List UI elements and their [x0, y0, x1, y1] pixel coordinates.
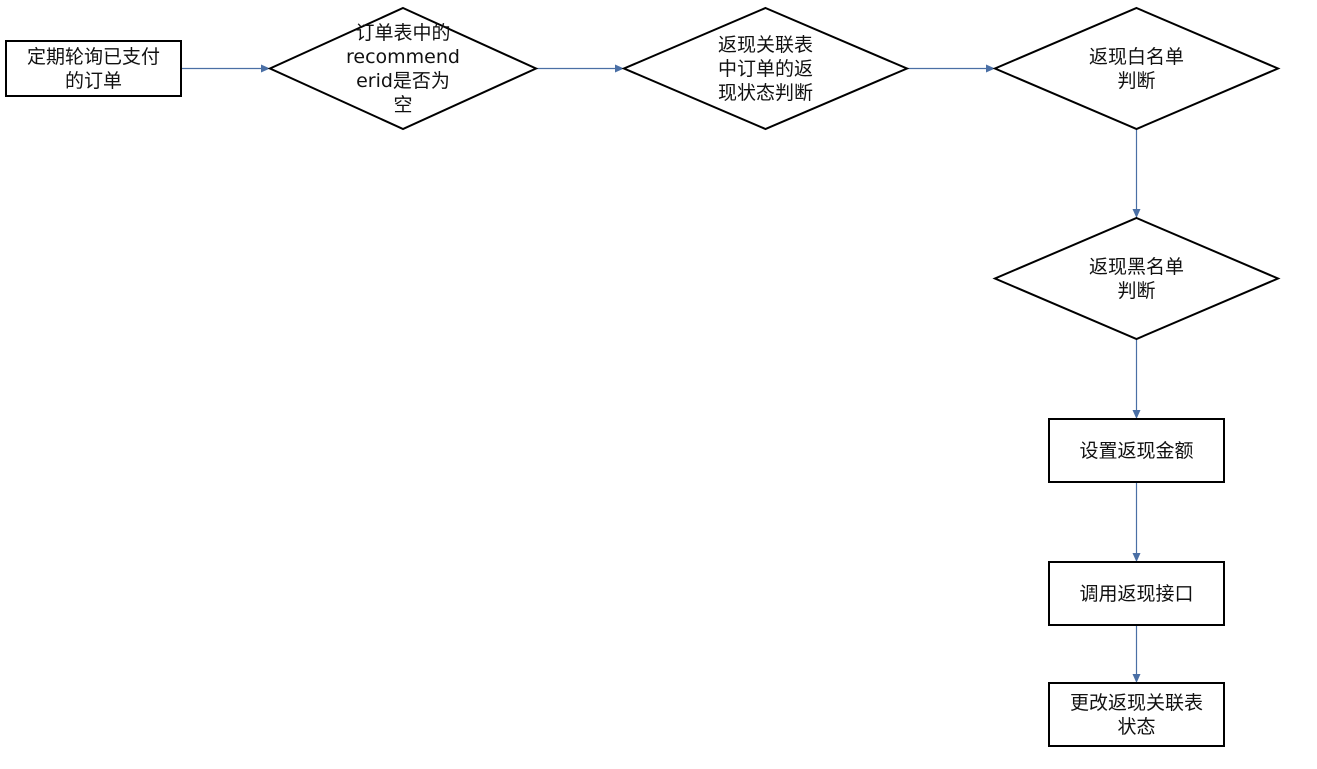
node-label: 返现黑名单 判断: [1088, 255, 1184, 302]
arrowhead-icon: [1132, 410, 1141, 419]
decision-diamond: [267, 6, 539, 131]
arrowhead-icon: [1132, 209, 1141, 218]
node-label: 更改返现关联表 状态: [1069, 691, 1203, 738]
node-label: 订单表中的 recommend erid是否为 空: [346, 21, 460, 116]
decision-diamond: [992, 6, 1281, 131]
process-box: [1048, 682, 1225, 747]
arrowhead-icon: [261, 64, 270, 73]
nodes-layer: [5, 6, 1281, 747]
process-box: [5, 40, 182, 97]
arrowhead-icon: [1132, 674, 1141, 683]
node-label: 定期轮询已支付 的订单: [26, 45, 160, 92]
decision-diamond: [621, 6, 910, 131]
process-box: [1048, 561, 1225, 626]
decision-diamond: [992, 216, 1281, 341]
process-box: [1048, 418, 1225, 483]
node-label: 调用返现接口: [1079, 582, 1194, 605]
edges-layer: [181, 64, 1141, 683]
node-label: 设置返现金额: [1079, 439, 1194, 462]
arrowhead-icon: [615, 64, 624, 73]
arrowhead-icon: [1132, 553, 1141, 562]
arrowhead-icon: [986, 64, 995, 73]
node-label: 返现白名单 判断: [1088, 45, 1184, 92]
node-label: 返现关联表 中订单的返 现状态判断: [717, 33, 813, 104]
